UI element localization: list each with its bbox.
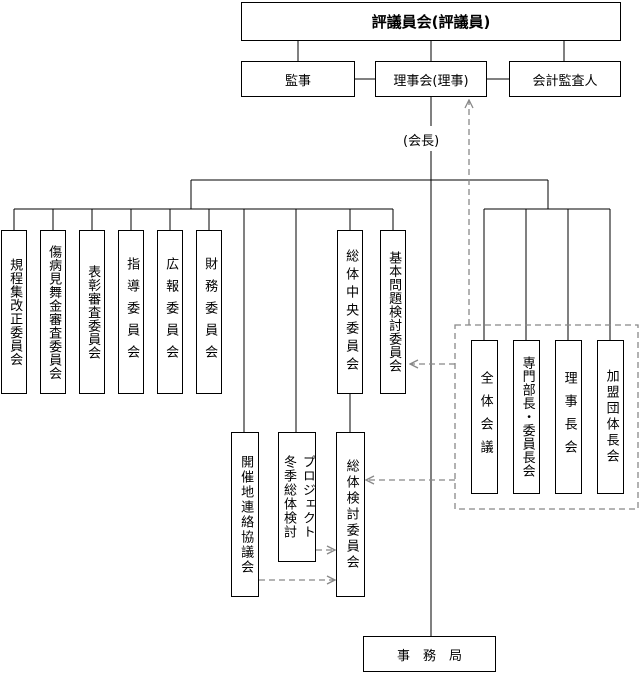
secretariat-box: 事 務 局	[363, 636, 496, 672]
council-box: 評議員会(評議員)	[241, 2, 621, 41]
chair-label: (会長)	[403, 134, 440, 149]
committee-box-awards: 表彰審査委員会	[79, 230, 105, 394]
winter-project-line1: 冬季総体検討	[281, 455, 296, 539]
committee-box-publicity: 広報委員会	[157, 230, 183, 394]
committee-box-finance: 財務委員会	[196, 230, 222, 394]
central-committee-box: 総体中央委員会	[337, 230, 363, 394]
auditor-box: 監事	[241, 61, 355, 97]
winter-project-line2: プロジェクト	[299, 455, 315, 539]
review-committee-box: 総体検討委員会	[336, 432, 365, 597]
member-org-heads-box: 加盟団体長会	[597, 340, 624, 494]
winter-project-box: 冬季総体検討 プロジェクト	[278, 432, 316, 562]
host-council-box: 開催地連絡協議会	[231, 432, 259, 597]
department-heads-box: 専門部長・委員長会	[513, 340, 540, 494]
accountant-box: 会計監査人	[509, 61, 621, 97]
basic-issues-committee-box: 基本問題検討委員会	[380, 230, 406, 394]
committee-box-injury-relief: 傷病見舞金審査委員会	[40, 230, 66, 394]
general-assembly-box: 全体会議	[471, 340, 498, 494]
committee-box-regulations: 規程集改正委員会	[1, 230, 27, 394]
board-box: 理事会(理事)	[375, 61, 487, 97]
directors-meeting-box: 理事長会	[555, 340, 582, 494]
committee-box-guidance: 指導委員会	[118, 230, 144, 394]
